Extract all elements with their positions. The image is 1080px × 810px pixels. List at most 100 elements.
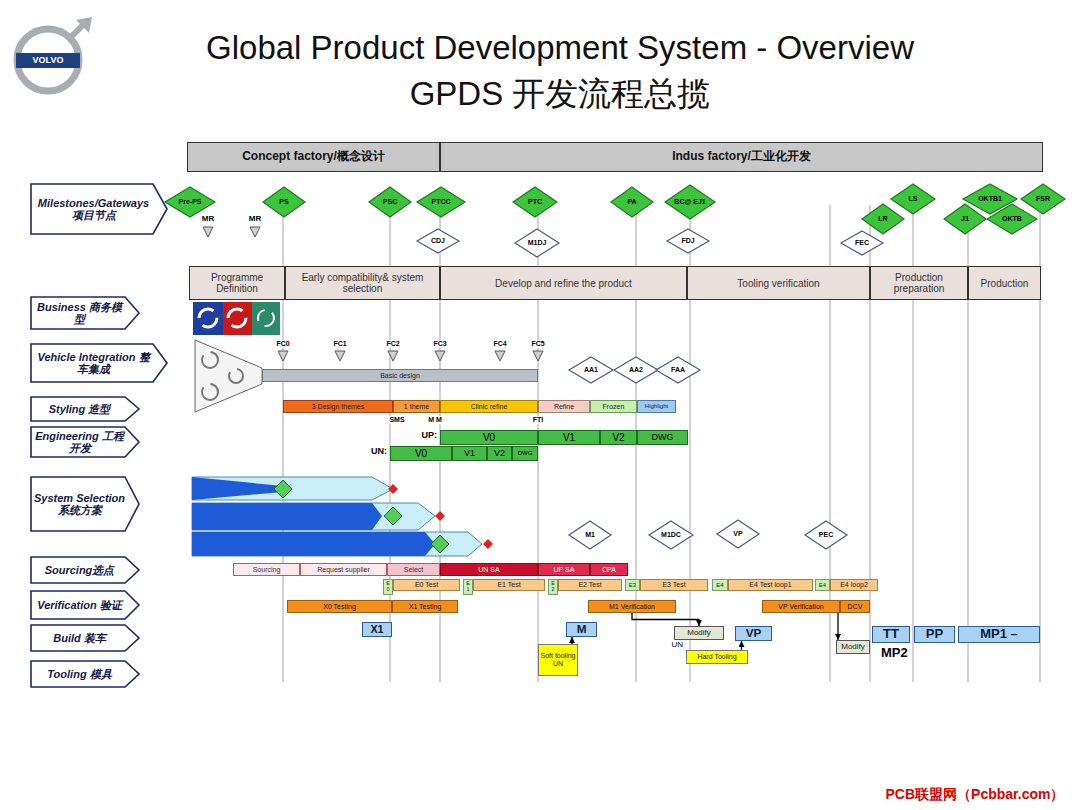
node-text: E2 Test xyxy=(578,581,601,589)
build-box: X1 xyxy=(362,622,392,637)
integration-funnel xyxy=(202,384,218,400)
gate-diamond: AA2 xyxy=(613,356,659,384)
node-text: E2 xyxy=(550,581,556,593)
node-text: Hard Tooling xyxy=(697,653,736,661)
flow-arrow xyxy=(571,637,572,644)
text-block: V0 xyxy=(415,448,427,459)
phase-box: Production preparation xyxy=(870,266,968,300)
text-block: PSC xyxy=(383,198,397,206)
text-block: TT xyxy=(883,627,899,641)
build-box: MP1 – xyxy=(958,626,1040,643)
shape-outline xyxy=(665,185,715,219)
gate-tag: SMS xyxy=(388,416,405,424)
build-box: VP xyxy=(735,626,772,641)
row-tag: UN: xyxy=(370,447,388,457)
shape-outline xyxy=(31,477,139,531)
system-selection-arrow xyxy=(192,477,393,500)
text-block: Refine xyxy=(554,403,574,411)
test-step: E0 xyxy=(383,579,393,595)
business-icon xyxy=(193,302,223,335)
milestone-diamond: LS xyxy=(890,183,936,215)
freeze-tag: FC3 xyxy=(432,340,447,348)
text-block: M1DJ xyxy=(528,239,547,247)
row-label: Styling 造型 xyxy=(30,396,140,422)
text-block: M1DC xyxy=(661,531,681,539)
milestone-triangle xyxy=(388,351,398,361)
text-block: VP xyxy=(746,627,762,640)
shape-outline xyxy=(862,204,904,234)
shape-outline xyxy=(31,427,139,457)
tooling-box: Hard Tooling xyxy=(686,650,748,664)
node-text: PS xyxy=(279,198,288,206)
text-block: OKTB xyxy=(1002,215,1022,223)
sourcing-bar: UP SA xyxy=(538,563,590,576)
node-text: E4 loop2 xyxy=(840,581,868,589)
node-text: DWG xyxy=(518,450,533,457)
logo-ring xyxy=(17,17,92,91)
node-text: Tooling verification xyxy=(737,278,819,289)
text-block: Soft tooling UN xyxy=(540,652,576,667)
text-block: E0 Test xyxy=(415,581,438,589)
shape-outline xyxy=(369,187,411,217)
node-text: FDJ xyxy=(681,237,694,245)
text-block: Programme Definition xyxy=(191,272,283,294)
text-block: M xyxy=(577,623,587,636)
text-block: PTC xyxy=(528,198,542,206)
node-text: LR xyxy=(878,215,887,223)
note-text: UN xyxy=(670,641,684,650)
milestone-triangle xyxy=(495,351,505,361)
gate-diamond: FEC xyxy=(840,230,884,256)
sourcing-bar: Select xyxy=(387,563,440,576)
node-text: E3 Test xyxy=(662,581,685,589)
text-block: E3 Test xyxy=(662,581,685,589)
test-bar: E2 Test xyxy=(558,579,622,591)
text-block: J1 xyxy=(961,215,969,223)
test-step: E2 xyxy=(548,579,558,595)
shape-outline xyxy=(841,231,883,255)
text-block: PP xyxy=(926,627,943,641)
node-text: M1 Verification xyxy=(609,603,655,611)
node-text: Frozen xyxy=(603,403,625,411)
text-block: PA xyxy=(627,198,636,206)
text-block: AA1 xyxy=(584,366,598,374)
text-block: PTCC xyxy=(431,198,450,206)
milestone-triangle xyxy=(250,227,260,237)
row-tag: UP: xyxy=(421,431,439,441)
business-icon xyxy=(228,309,246,327)
gate-diamond: M1DC xyxy=(648,520,694,550)
text-block: V2 xyxy=(612,432,624,443)
text-block: Sourcing xyxy=(253,566,281,574)
node-text: X0 Testing xyxy=(323,603,356,611)
sourcing-bar: Request supplier xyxy=(300,563,387,576)
node-text: VP xyxy=(733,530,742,538)
text-block: E0 xyxy=(385,581,391,593)
text-block: Styling 造型 xyxy=(49,403,111,415)
text-block: CDJ xyxy=(431,237,445,245)
shape-outline xyxy=(31,297,139,329)
text-block: VOLVO xyxy=(33,56,64,66)
node-text: PSC xyxy=(383,198,397,206)
node-text: Production xyxy=(981,278,1029,289)
node-text: V2 xyxy=(612,432,624,443)
node-text: AA2 xyxy=(629,366,643,374)
shape-outline xyxy=(31,591,139,619)
test-bar: E4 loop2 xyxy=(830,579,878,591)
node-text: E0 Test xyxy=(415,581,438,589)
build-box: M xyxy=(566,622,597,637)
factory-header: Indus factory/工业化开发 xyxy=(440,142,1043,172)
node-text: DWG xyxy=(652,433,674,443)
phase-box: Programme Definition xyxy=(189,266,285,300)
build-box: PP xyxy=(914,626,955,643)
system-selection-arrow xyxy=(274,480,292,498)
row-label: Tooling 模具 xyxy=(30,660,140,688)
milestone-triangle xyxy=(278,351,288,361)
node-text: X1 Testing xyxy=(409,603,442,611)
test-step: E3 xyxy=(625,579,640,591)
gate-diamond: CDJ xyxy=(416,228,460,254)
text-block: 1 theme xyxy=(404,403,429,411)
text-block: V2 xyxy=(494,449,505,459)
shape-outline xyxy=(569,357,613,383)
text-block: E3 xyxy=(629,582,636,589)
node-text: V2 xyxy=(494,449,505,459)
test-bar: E1 Test xyxy=(473,579,545,591)
